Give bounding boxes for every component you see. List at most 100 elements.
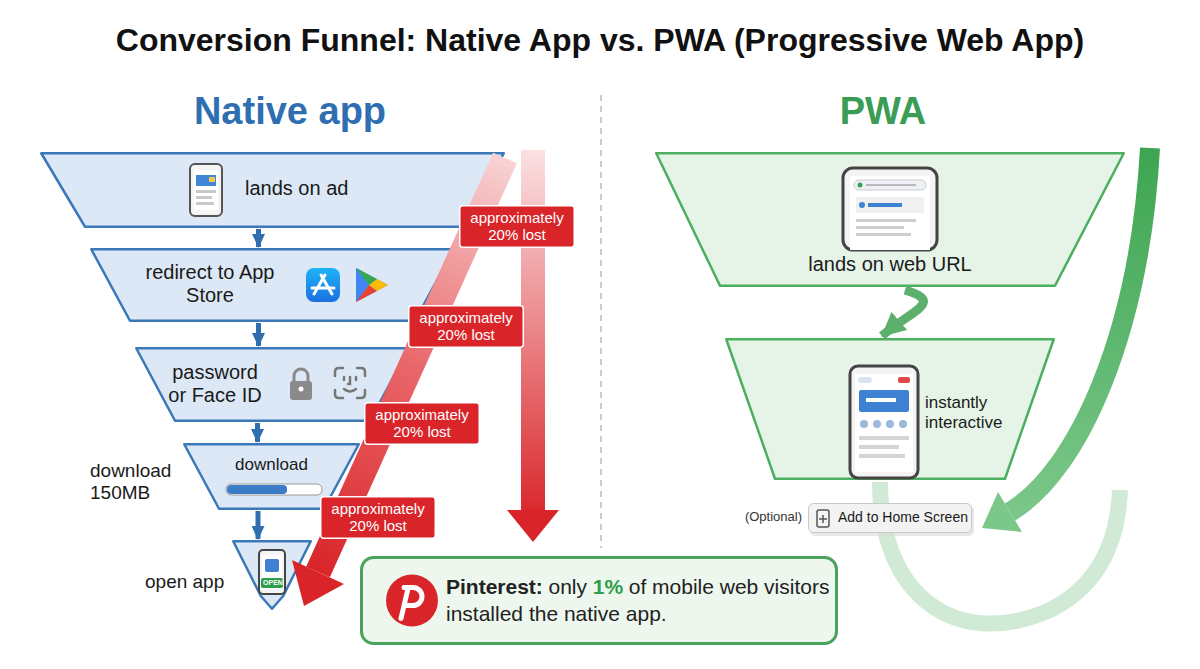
node-text: approximately 20% lost bbox=[459, 209, 575, 244]
funnel-tip: open appOPEN bbox=[232, 540, 312, 610]
phone-icon-app-part bbox=[859, 436, 909, 440]
phone-icon-app-part bbox=[886, 420, 894, 428]
stat-callout: Pinterest:only1%of mobile web visitors i… bbox=[360, 556, 838, 645]
phone-icon-web-part bbox=[856, 233, 911, 236]
lock-icon-part bbox=[290, 381, 312, 400]
node-text-wrap: (Optional) bbox=[736, 510, 802, 525]
pinterest-logo-mark bbox=[401, 588, 422, 619]
funnel-band bbox=[91, 249, 454, 321]
phone-icon-app-part bbox=[873, 420, 881, 428]
node-text-wrap: redirect to App Store bbox=[130, 261, 290, 307]
node-text: lands on ad bbox=[245, 177, 405, 200]
callout-text-wrap: Pinterest:only1%of mobile web visitors i… bbox=[446, 573, 831, 628]
phone-icon-web-part bbox=[866, 184, 916, 186]
separator-line bbox=[600, 95, 602, 548]
lock-icon bbox=[290, 369, 312, 400]
node-text-wrap: OPEN bbox=[261, 578, 285, 588]
flow-arrow bbox=[256, 511, 261, 539]
phone-icon-open-part bbox=[259, 550, 285, 594]
flow-arrow bbox=[255, 423, 260, 442]
box-shape bbox=[321, 497, 436, 539]
face-id-icon-part bbox=[348, 377, 350, 384]
phone-icon-web-part bbox=[856, 197, 924, 213]
pwa-green-arrow-part bbox=[1010, 148, 1150, 512]
phone-icon-ad-part bbox=[196, 202, 214, 205]
node-text-wrap: approximately 20% lost bbox=[364, 406, 480, 441]
funnel-band bbox=[41, 153, 504, 227]
node-text: download 150MB bbox=[90, 460, 182, 504]
app-store-icon-part bbox=[306, 268, 340, 302]
phone-icon-app-part bbox=[859, 454, 905, 458]
node-text: Add to Home Screen bbox=[838, 509, 970, 525]
node-text: open app bbox=[145, 571, 229, 593]
phone-icon-ad-part bbox=[196, 175, 216, 186]
download-progress-bar bbox=[226, 484, 322, 495]
box-shape bbox=[460, 206, 575, 248]
diagram-title: Conversion Funnel: Native App vs. PWA (P… bbox=[8, 22, 1192, 59]
phone-icon-ad-part bbox=[194, 170, 218, 210]
phone-icon-web-part bbox=[843, 168, 937, 250]
phone-icon-open bbox=[259, 550, 285, 594]
phone-icon-app-part bbox=[858, 377, 872, 383]
node-text-wrap: approximately 20% lost bbox=[459, 209, 575, 244]
flow-arrow bbox=[256, 323, 261, 346]
phone-icon-app-part bbox=[866, 398, 896, 402]
section-heading: Native app bbox=[90, 90, 490, 134]
add-home-button: (Optional)Add to Home Screen bbox=[808, 503, 972, 533]
node-text: approximately 20% lost bbox=[320, 500, 436, 535]
flow-arrow bbox=[256, 229, 261, 247]
section-heading-wrap: PWA bbox=[683, 90, 1083, 134]
node-text-wrap: lands on ad bbox=[245, 177, 405, 200]
node-shape bbox=[232, 540, 312, 610]
diagram-title-wrap: Conversion Funnel: Native App vs. PWA (P… bbox=[8, 22, 1192, 59]
loss-callout: approximately 20% lost bbox=[364, 402, 480, 445]
funnel-stage: redirect to App Store bbox=[90, 248, 455, 322]
phone-icon-app bbox=[850, 366, 918, 478]
node-text-wrap: Add to Home Screen bbox=[838, 509, 970, 525]
node-shape bbox=[90, 248, 455, 322]
face-id-icon-part bbox=[344, 389, 356, 392]
face-id-icon-part bbox=[357, 368, 365, 376]
box-shape bbox=[362, 558, 837, 644]
box-shape bbox=[809, 504, 972, 533]
face-id-icon-part bbox=[355, 377, 358, 380]
google-play-icon bbox=[356, 268, 388, 302]
phone-icon-app-part bbox=[859, 445, 899, 449]
node-text-wrap: download 150MB bbox=[90, 460, 182, 504]
flow-arrow bbox=[882, 290, 923, 336]
phone-icon-web-part bbox=[854, 180, 926, 190]
download-progress-bar-part bbox=[227, 485, 287, 494]
node-text-wrap: approximately 20% lost bbox=[408, 309, 524, 344]
face-id-icon-part bbox=[335, 390, 343, 398]
phone-icon-ad-part bbox=[209, 177, 215, 182]
google-play-icon-part bbox=[356, 268, 388, 302]
callout-text: Pinterest: bbox=[446, 575, 543, 598]
node-text: OPEN bbox=[261, 578, 285, 588]
app-store-icon-part bbox=[312, 287, 334, 290]
funnel-tip-shape bbox=[233, 541, 311, 609]
node-text: lands on web URL bbox=[775, 253, 1005, 276]
phone-icon-app-part bbox=[899, 420, 907, 428]
node-text: redirect to App Store bbox=[130, 261, 290, 307]
phone-icon-ad bbox=[190, 164, 222, 216]
node-shape bbox=[360, 556, 838, 645]
box-shape bbox=[365, 403, 480, 445]
node-text-wrap: approximately 20% lost bbox=[320, 500, 436, 535]
face-id-icon-part bbox=[343, 377, 346, 380]
pinterest-logo bbox=[386, 575, 438, 627]
callout-text: only bbox=[549, 575, 588, 598]
box-shape bbox=[409, 306, 524, 348]
phone-icon-web-part bbox=[856, 226, 904, 229]
funnel-stage: lands on web URL bbox=[655, 152, 1125, 287]
funnel-band bbox=[726, 339, 1054, 479]
phone-icon-web-part bbox=[856, 219, 916, 222]
face-id-icon-part bbox=[357, 390, 365, 398]
phone-icon-app-part bbox=[898, 377, 910, 383]
google-play-icon-part bbox=[369, 279, 388, 291]
app-store-icon-part bbox=[321, 275, 332, 294]
phone-icon-ad-part bbox=[196, 190, 216, 193]
node-shape bbox=[725, 338, 1055, 480]
phone-icon-web-part bbox=[858, 183, 863, 188]
node-text-wrap: download bbox=[183, 455, 360, 475]
loss-arrow-diagonal-part bbox=[292, 560, 344, 606]
